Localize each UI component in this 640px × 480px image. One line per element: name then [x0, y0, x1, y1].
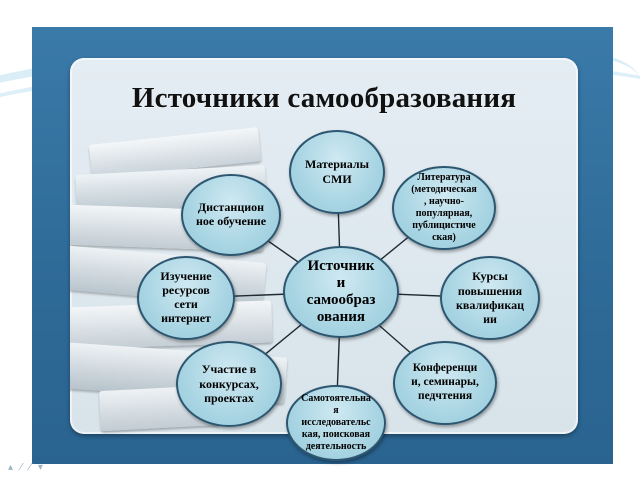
slide-title: Источники самообразования	[131, 82, 517, 114]
node-label: Курсы повышения квалификац ии	[455, 269, 524, 327]
node-contests: Участие в конкурсах, проектах	[176, 341, 282, 427]
node-label: Изучение ресурсов сети интернет	[160, 269, 212, 325]
node-label: Участие в конкурсах, проектах	[199, 362, 259, 406]
node-internet-resources: Изучение ресурсов сети интернет	[137, 256, 235, 340]
node-label: Материалы СМИ	[304, 157, 370, 186]
center-node: Источник и самообраз ования	[283, 246, 399, 338]
node-label: Самотоятельна я исследовательс кая, поис…	[301, 393, 371, 452]
node-distance-learning: Дистанцион ное обучение	[181, 174, 281, 256]
node-conferences: Конференци и, семинары, педчтения	[393, 341, 497, 425]
center-label: Источник и самообраз ования	[306, 257, 376, 326]
node-courses: Курсы повышения квалификац ии	[440, 256, 540, 340]
node-literature: Литература (методическая , научно- попул…	[392, 166, 496, 250]
node-materials: Материалы СМИ	[289, 130, 385, 214]
node-research: Самотоятельна я исследовательс кая, поис…	[286, 385, 386, 461]
node-label: Конференци и, семинары, педчтения	[411, 362, 479, 402]
node-label: Дистанцион ное обучение	[195, 200, 267, 228]
node-label: Литература (методическая , научно- попул…	[411, 172, 477, 243]
bottom-decoration: ▴ ⁄ ⁄ ▾	[8, 462, 45, 473]
